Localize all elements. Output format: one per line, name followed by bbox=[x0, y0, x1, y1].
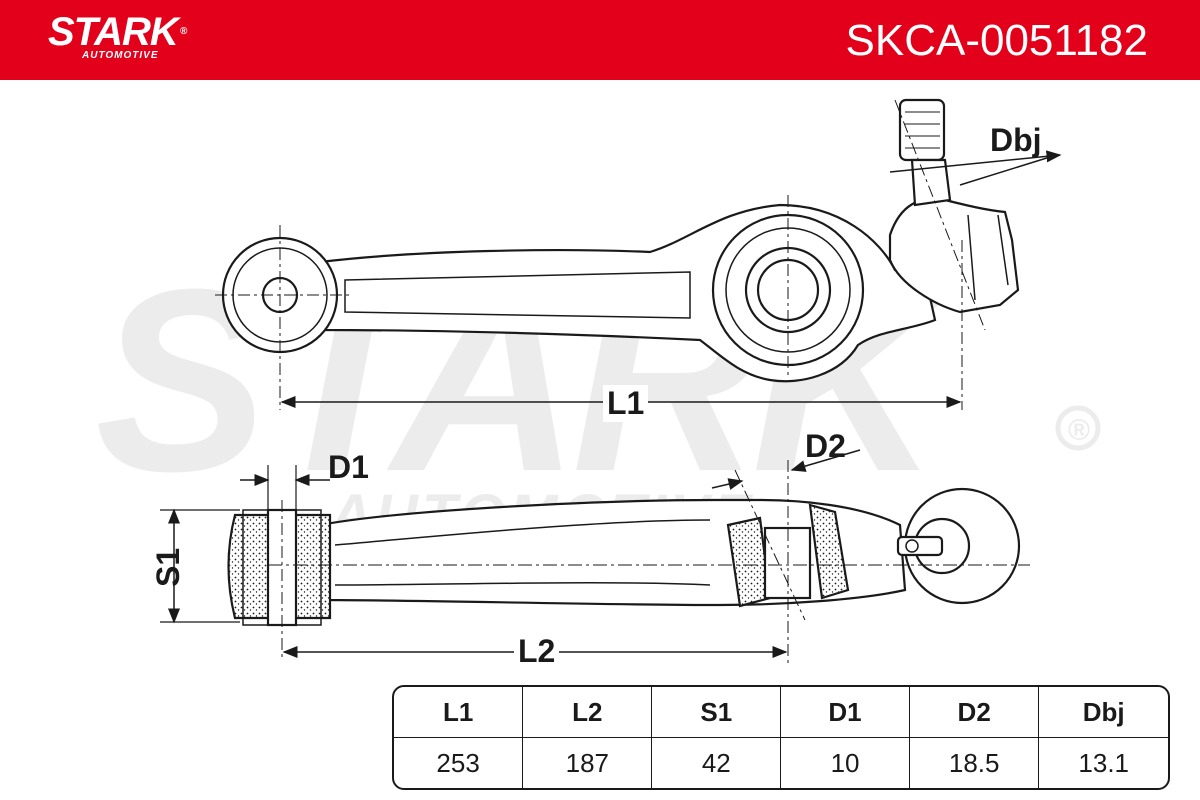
label-l2: L2 bbox=[514, 633, 560, 670]
part-number: SKCA-0051182 bbox=[845, 16, 1149, 65]
specs-value-l2: 187 bbox=[523, 738, 653, 788]
logo-registered-mark: ® bbox=[179, 26, 187, 37]
top-arm-rib bbox=[344, 271, 691, 319]
specs-header-l2: L2 bbox=[523, 687, 653, 738]
specs-value-d1: 10 bbox=[781, 738, 910, 788]
label-d1: D1 bbox=[328, 449, 369, 485]
specs-header-d1: D1 bbox=[781, 687, 910, 738]
specs-value-row: 253 187 42 10 18.5 13.1 bbox=[394, 738, 1168, 788]
specs-value-dbj: 13.1 bbox=[1078, 747, 1130, 778]
specs-header-s1: S1 bbox=[652, 687, 782, 738]
specs-table: L1 L2 S1 D1 D2 Dbj 253 187 42 10 18.5 13… bbox=[392, 685, 1170, 790]
specs-value-l1: 253 bbox=[394, 738, 524, 788]
specs-value-s1: 42 bbox=[652, 738, 782, 788]
d2-dimension-line bbox=[711, 478, 744, 490]
specs-header-row: L1 L2 S1 D1 D2 Dbj bbox=[394, 687, 1168, 738]
specs-header-l1: L1 bbox=[394, 687, 524, 738]
specs-header-d2: D2 bbox=[909, 687, 1040, 738]
top-view bbox=[215, 98, 1062, 410]
header-bar: STARK® AUTOMOTIVE SKCA-0051182 bbox=[0, 0, 1200, 80]
label-d2: D2 bbox=[805, 428, 846, 464]
specs-header-dbj: Dbj bbox=[1039, 687, 1168, 738]
specs-value-d2: 18.5 bbox=[910, 738, 1040, 788]
stark-logo: STARK® AUTOMOTIVE bbox=[48, 10, 187, 61]
watermark-registered-circle bbox=[1055, 405, 1101, 451]
logo-sub: AUTOMOTIVE bbox=[82, 50, 159, 61]
logo-brand: STARK bbox=[48, 10, 179, 54]
label-l1: L1 bbox=[603, 385, 649, 422]
dbj-dimension-line bbox=[889, 150, 1062, 173]
side-view bbox=[160, 449, 1030, 665]
watermark-registered-mark: ® bbox=[1068, 414, 1090, 447]
label-s1: S1 bbox=[150, 547, 186, 587]
label-dbj: Dbj bbox=[990, 122, 1042, 158]
top-ball-stud-body bbox=[910, 158, 952, 207]
